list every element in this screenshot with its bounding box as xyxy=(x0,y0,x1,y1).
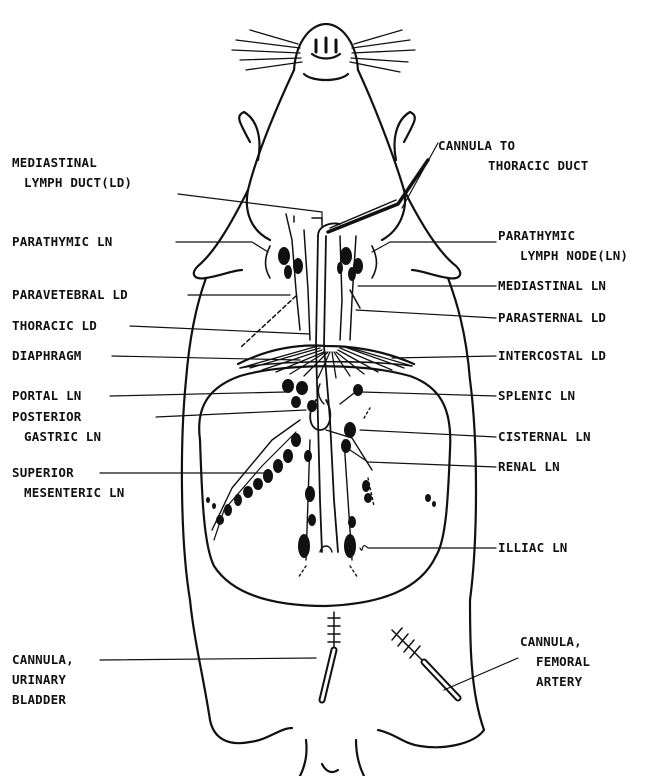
label-line: LYMPH NODE(LN) xyxy=(498,246,628,266)
label-cannula-thoracic: CANNULA TO THORACIC DUCT xyxy=(438,136,588,176)
label-line: CANNULA, xyxy=(520,632,590,652)
label-line: CANNULA TO xyxy=(438,136,588,156)
label-intercostal-ld: INTERCOSTAL LD xyxy=(498,346,606,366)
label-superior-mesenteric-ln: SUPERIOR MESENTERIC LN xyxy=(12,463,124,503)
label-line: URINARY xyxy=(12,670,74,690)
label-portal-ln: PORTAL LN xyxy=(12,386,82,406)
label-line: FEMORAL xyxy=(520,652,590,672)
cannula-femoral xyxy=(392,628,458,698)
label-line: POSTERIOR xyxy=(12,407,101,427)
leader-lines xyxy=(100,143,518,690)
thoracic-duct xyxy=(310,224,340,553)
label-line: MEDIASTINAL xyxy=(12,153,132,173)
label-line: GASTRIC LN xyxy=(12,427,101,447)
label-parathymic-ln-right: PARATHYMIC LYMPH NODE(LN) xyxy=(498,226,628,266)
label-posterior-gastric-ln: POSTERIOR GASTRIC LN xyxy=(12,407,101,447)
label-diaphragm: DIAPHRAGM xyxy=(12,346,82,366)
label-splenic-ln: SPLENIC LN xyxy=(498,386,575,406)
label-line: PARATHYMIC xyxy=(498,226,628,246)
label-parasternal-ld: PARASTERNAL LD xyxy=(498,308,606,328)
cannula-thoracic xyxy=(328,160,428,232)
label-line: BLADDER xyxy=(12,690,74,710)
label-mediastinal-ld: MEDIASTINAL LYMPH DUCT(LD) xyxy=(12,153,132,193)
label-paravetebral-ld: PARAVETEBRAL LD xyxy=(12,285,128,305)
label-mediastinal-ln: MEDIASTINAL LN xyxy=(498,276,606,296)
label-line: MESENTERIC LN xyxy=(12,483,124,503)
label-parathymic-ln-left: PARATHYMIC LN xyxy=(12,232,112,252)
whiskers xyxy=(232,30,415,72)
label-cannula-femoral: CANNULA, FEMORAL ARTERY xyxy=(520,632,590,692)
label-line: SUPERIOR xyxy=(12,463,124,483)
label-line: LYMPH DUCT(LD) xyxy=(12,173,132,193)
parathymic-nodes xyxy=(278,247,363,281)
label-line: ARTERY xyxy=(520,672,590,692)
abdominal-cavity xyxy=(199,366,450,606)
label-thoracic-ld: THORACIC LD xyxy=(12,316,97,336)
cannula-bladder xyxy=(322,612,340,700)
label-line: THORACIC DUCT xyxy=(438,156,588,176)
label-illiac-ln: ILLIAC LN xyxy=(498,538,568,558)
label-line: CANNULA, xyxy=(12,650,74,670)
label-cannula-bladder: CANNULA, URINARY BLADDER xyxy=(12,650,74,710)
label-cisternal-ln: CISTERNAL LN xyxy=(498,427,591,447)
label-renal-ln: RENAL LN xyxy=(498,457,560,477)
